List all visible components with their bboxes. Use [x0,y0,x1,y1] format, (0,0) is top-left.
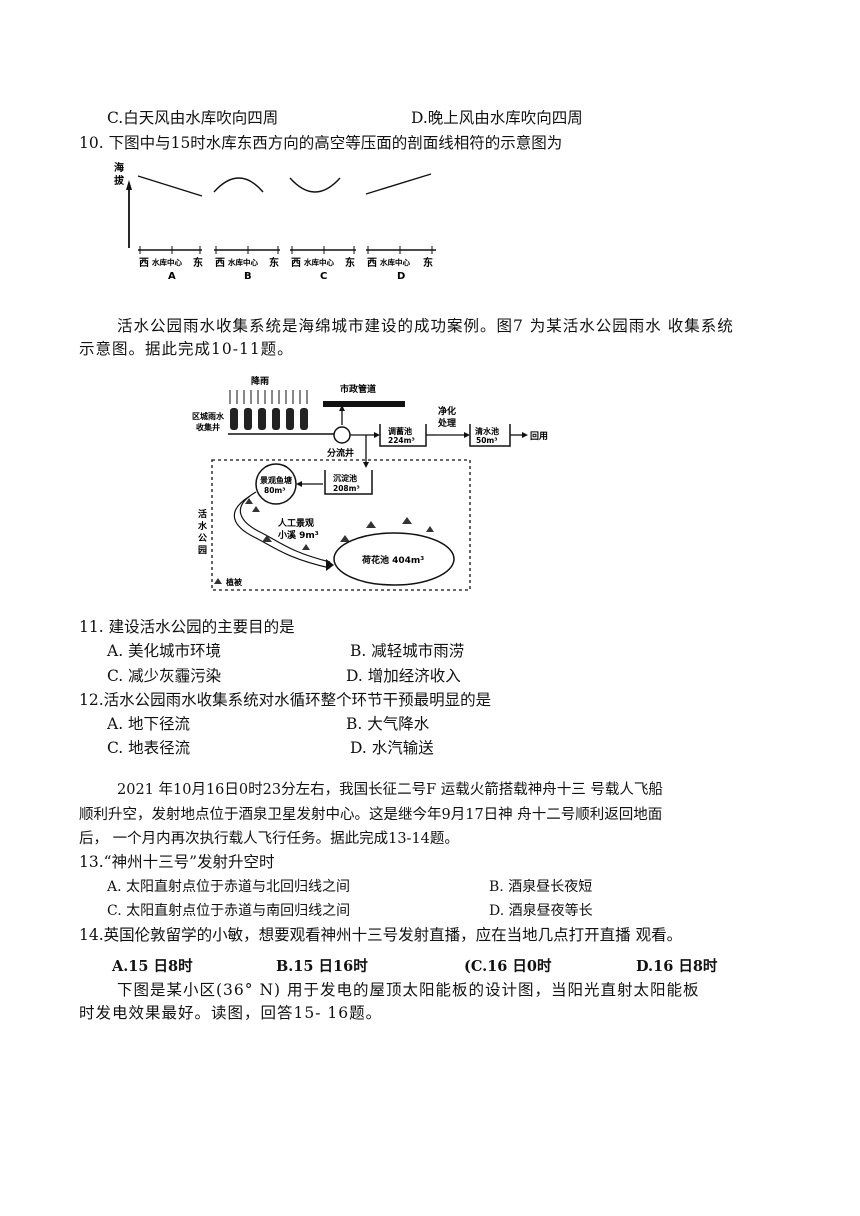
q10-west-c: 西 [291,257,301,269]
q10-label-d: D [397,271,405,282]
q11-option-b: B. 减轻城市雨涝 [350,642,465,660]
fig7-clear-label: 清水池 [475,426,499,436]
q10-mid-d: 水库中心 [380,257,410,267]
fig7-collect-well-1: 区城雨水 [192,411,225,421]
fig7-sediment-tank [324,470,373,495]
passage-2-line-3: 后， 一个月内再次执行载人飞行任务。据此完成13-14题。 [79,831,459,847]
q10-east-a: 东 [193,256,203,269]
q10-baseline-d [366,246,436,254]
q13-option-a: A. 太阳直射点位于赤道与北回归线之间 [107,879,351,895]
figure-7-diagram: 降雨 区城雨水 收集井 市政管道 分流井 调蓄池 224m³ 净化 处理 清水池… [192,375,548,591]
q10-mid-b: 水库中心 [228,257,258,267]
q14-stem: 14.英国伦敦留学的小敏，想要观看神州十三号发射直播，应在当地几点打开直播 观看… [79,926,683,944]
fig7-sediment-cap: 208m³ [333,484,360,493]
q12-option-b: B. 大气降水 [346,715,430,733]
fig7-purify-1: 净化 [438,405,456,417]
q10-profile-d [365,173,432,195]
fig7-storage-label: 调蓄池 [388,426,412,436]
passage-2-line-2: 顺利升空，发射地点位于酒泉卫星发射中心。这是继今年9月17日神 舟十二号顺利返回… [79,807,663,823]
fig7-park-4: 园 [198,545,207,556]
q13-option-b: B. 酒泉昼长夜短 [489,879,593,895]
fig7-collect-well-2: 收集井 [196,422,220,432]
q13-stem: 13.“神州十三号”发射升空时 [79,853,275,871]
q14-option-b: B.15 日16时 [276,958,368,975]
q11-option-d: D. 增加经济收入 [346,667,461,685]
q10-baseline-b [214,246,280,254]
fig7-stream-2: 小溪 9m³ [277,529,319,541]
passage-1-line-1: 活水公园雨水收集系统是海绵城市建设的成功案例。图7 为某活水公园雨水 收集系统 [117,317,734,335]
q10-stem: 10. 下图中与15时水库东西方向的高空等压面的剖面线相符的示意图为 [79,134,563,152]
q12-option-a: A. 地下径流 [107,715,191,733]
q10-y-arrow [126,180,132,190]
q10-east-d: 东 [423,256,433,269]
passage-3-line-1: 下图是某小区(36° N) 用于发电的屋顶太阳能板的设计图，当阳光直射太阳能板 [117,981,700,999]
fig7-collect-wells [230,408,308,430]
passage-2-line-1: 2021 年10月16日0时23分左右，我国长征二号F 运载火箭搭载神舟十三 号… [117,782,663,798]
fig7-municipal-pipe [323,401,405,407]
q13-option-c: C. 太阳直射点位于赤道与南回归线之间 [107,903,351,919]
q10-label-b: B [244,271,252,282]
q10-baseline-c [290,246,356,254]
fig7-lotus-label: 荷花池 404m³ [361,554,424,566]
fig7-stream [239,491,331,563]
q10-label-c: C [320,271,327,282]
q10-east-b: 东 [269,256,279,269]
fig7-reuse-label: 回用 [530,431,548,442]
q13-option-d: D. 酒泉昼夜等长 [489,903,593,919]
fig7-storage-cap: 224m³ [388,436,415,445]
fig7-park-boundary [211,459,471,591]
fig7-park-3: 公 [198,533,207,544]
q11-option-a: A. 美化城市环境 [107,642,222,660]
q10-mid-a: 水库中心 [152,257,182,267]
fig7-diversion-well [333,426,351,444]
q10-profile-a [137,175,203,197]
fig7-rain-label: 降雨 [251,375,269,387]
fig7-lotus-pond [333,532,455,586]
q10-profile-c [289,177,341,193]
q9-option-c: C.白天风由水库吹向四周 [107,109,279,127]
q9-option-d: D.晚上风由水库吹向四周 [411,109,583,127]
fig7-fish-label: 景观鱼塘 [260,475,292,485]
q11-stem: 11. 建设活水公园的主要目的是 [79,618,295,636]
fig7-park-1: 活 [198,508,207,520]
q10-ylabel-1: 海 [114,161,124,174]
fig7-hills [245,498,434,550]
fig7-park-2: 水 [198,520,208,532]
q10-figure: 海 拔 西 水库中心 东 西 水库中心 东 西 水库中心 [114,161,436,282]
fig7-diversion-label: 分流井 [327,447,354,459]
passage-3-line-2: 时发电效果最好。读图，回答15- 16题。 [79,1004,383,1022]
fig7-fish-cap: 80m³ [264,486,286,495]
fig7-purify-2: 处理 [437,417,456,429]
fig7-sediment-label: 沉淀池 [333,473,357,483]
q10-west-b: 西 [215,257,225,269]
q12-option-c: C. 地表径流 [107,739,191,757]
q11-option-c: C. 减少灰霾污染 [107,667,222,685]
passage-1-line-2: 示意图。据此完成10-11题。 [79,340,294,358]
fig7-rain-arrows [229,390,308,404]
fig7-clear-cap: 50m³ [476,436,498,445]
q14-option-a: A.15 日8时 [112,958,193,975]
q10-label-a: A [168,271,176,282]
q10-mid-c: 水库中心 [304,257,334,267]
fig7-stream-1: 人工景观 [277,517,314,529]
q14-option-d: D.16 日8时 [636,958,718,975]
q10-east-c: 东 [345,256,355,269]
fig7-municipal-label: 市政管道 [340,383,376,395]
q10-west-a: 西 [139,257,149,269]
fig7-vegetation-icon [214,578,222,584]
fig7-fish-pond [255,463,297,505]
q12-stem: 12.活水公园雨水收集系统对水循环整个环节干预最明显的是 [79,691,492,709]
q10-ylabel-2: 拔 [114,174,125,187]
q10-west-d: 西 [367,257,377,269]
q10-baseline-a [138,246,202,254]
fig7-vegetation-label: 植被 [225,577,242,587]
q14-option-c: (C.16 日0时 [464,958,552,975]
q12-option-d: D. 水汽输送 [350,739,434,757]
q10-profile-b [213,177,264,193]
